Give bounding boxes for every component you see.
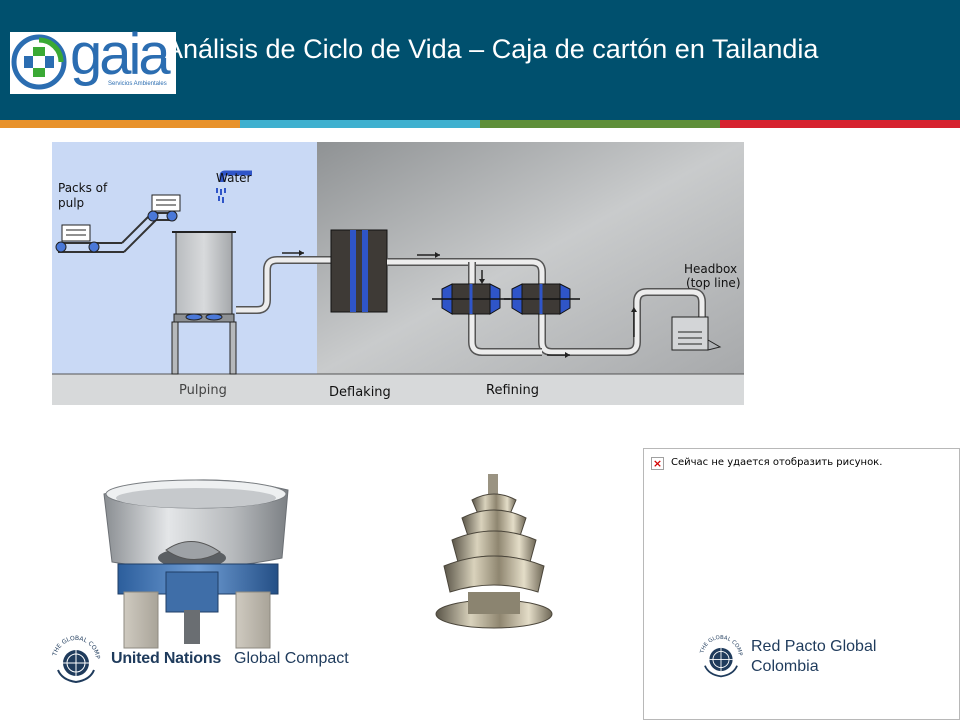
label-deflaking: Deflaking bbox=[329, 385, 391, 400]
pulper-machine-image bbox=[96, 472, 296, 652]
stripe-red bbox=[720, 120, 960, 128]
stripe-green bbox=[480, 120, 720, 128]
slide-header: gaia Servicios Ambientales Análisis de C… bbox=[0, 0, 960, 120]
gaia-logo: gaia Servicios Ambientales bbox=[10, 26, 176, 94]
pulper-tank bbox=[175, 231, 233, 321]
slide-title: Análisis de Ciclo de Vida – Caja de cart… bbox=[165, 34, 819, 64]
gaia-cross-icon bbox=[11, 34, 67, 90]
refiner-2 bbox=[504, 283, 580, 315]
floor bbox=[52, 374, 744, 405]
rpg-emblem-icon: THE GLOBAL COMPACT bbox=[696, 630, 743, 678]
water-drops bbox=[216, 188, 226, 203]
label-headbox: Headbox bbox=[684, 262, 737, 276]
ungc-global-compact: Global Compact bbox=[234, 650, 349, 667]
label-headbox-top-line: (top line) bbox=[686, 276, 741, 290]
un-global-compact-logo: THE GLOBAL COMPACT United Nations Global… bbox=[48, 630, 368, 686]
deflaker bbox=[330, 229, 388, 313]
pulper-rotor-image bbox=[432, 474, 556, 632]
conveyor-belt bbox=[55, 194, 181, 253]
refiner-1 bbox=[432, 283, 510, 315]
stripe-cyan bbox=[240, 120, 480, 128]
label-pulping: Pulping bbox=[179, 383, 227, 398]
stripe-orange bbox=[0, 120, 240, 128]
red-pacto-global-logo: THE GLOBAL COMPACT Red Pacto Global Colo… bbox=[696, 630, 896, 686]
gaia-logo-subtitle: Servicios Ambientales bbox=[108, 81, 167, 87]
label-refining: Refining bbox=[486, 383, 539, 398]
ungc-united-nations: United Nations bbox=[111, 650, 222, 667]
label-water: Water bbox=[216, 171, 252, 185]
broken-image-message: Сейчас не удается отобразить рисунок. bbox=[671, 457, 883, 468]
label-packs: Packs of bbox=[58, 181, 108, 195]
broken-image-placeholder: × Сейчас не удается отобразить рисунок. bbox=[643, 448, 960, 720]
gaia-logo-word: gaia bbox=[70, 22, 171, 87]
rpg-line-1: Red Pacto Global bbox=[751, 638, 877, 655]
un-emblem-icon: THE GLOBAL COMPACT bbox=[48, 630, 101, 684]
label-pulp: pulp bbox=[58, 196, 84, 210]
rpg-line-2: Colombia bbox=[751, 658, 819, 675]
pulp-process-diagram: Packs of pulp Water Headbox (top line) P… bbox=[52, 142, 744, 405]
broken-image-icon: × bbox=[651, 457, 664, 470]
headbox bbox=[671, 316, 722, 351]
